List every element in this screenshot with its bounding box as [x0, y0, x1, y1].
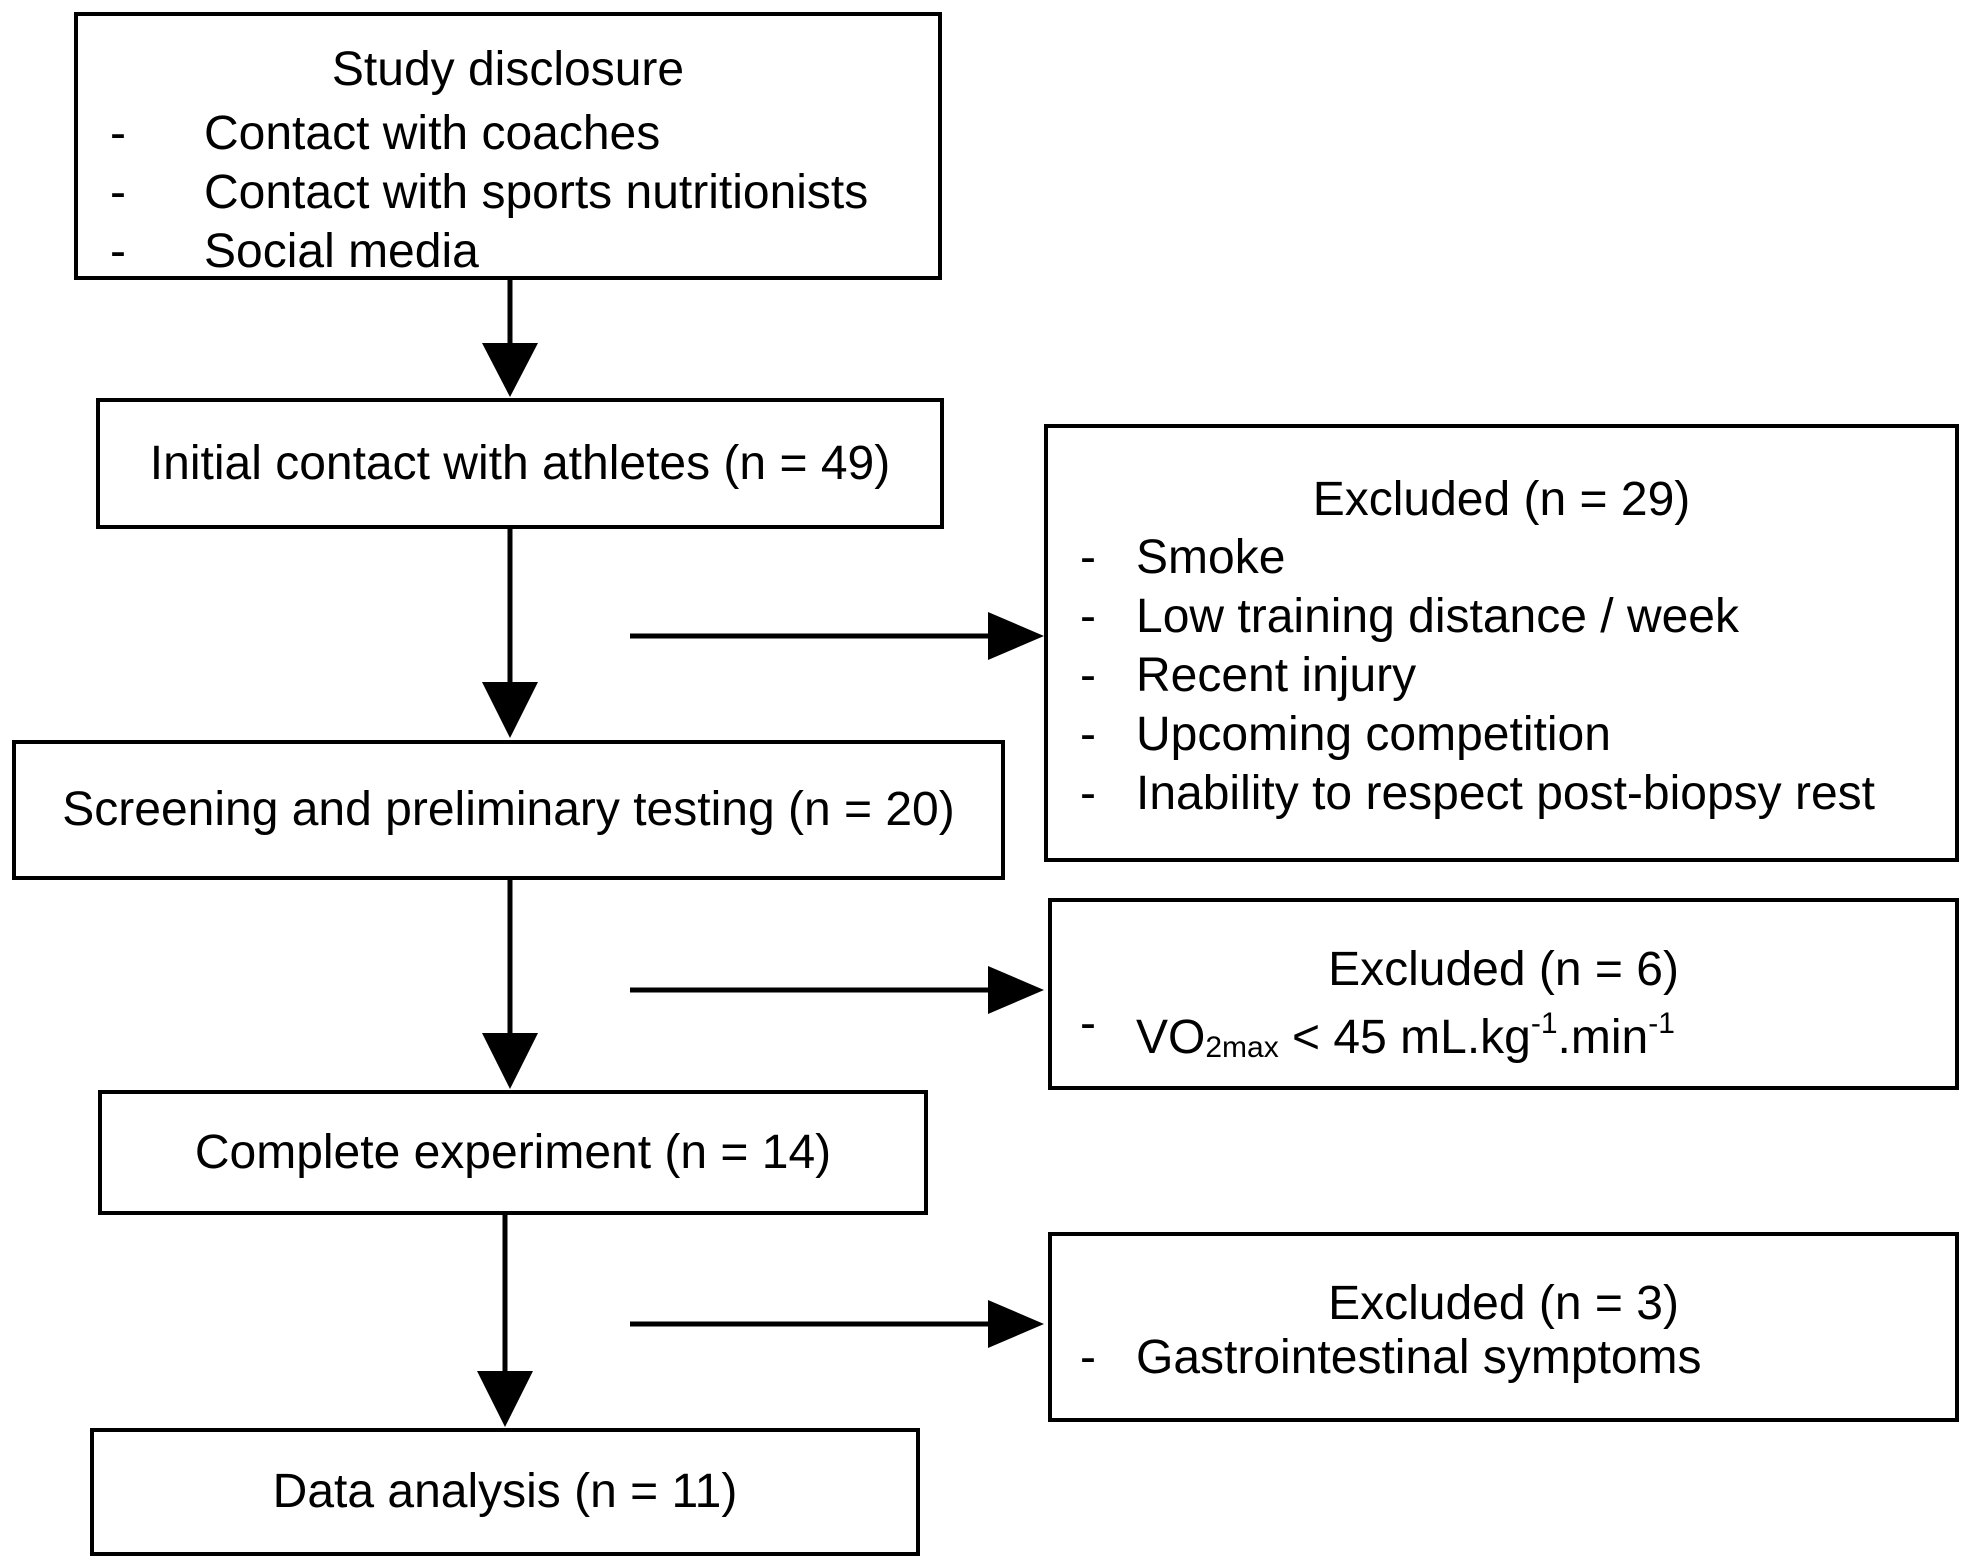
- excluded-box-3: Excluded (n = 3) - Gastrointestinal symp…: [1048, 1232, 1959, 1422]
- exclusion-reason-gastrointestinal: Gastrointestinal symptoms: [1136, 1331, 1702, 1384]
- arrowhead-exclusion-3: [988, 1300, 1044, 1348]
- screening-box: Screening and preliminary testing (n = 2…: [12, 740, 1005, 880]
- excluded-1-list: - Smoke - Low training distance / week -…: [1080, 528, 1950, 823]
- list-item: - Upcoming competition: [1080, 705, 1950, 764]
- complete-experiment-box: Complete experiment (n = 14): [98, 1090, 928, 1215]
- exclusion-reason-recent-injury: Recent injury: [1136, 649, 1417, 702]
- vo2max-base: VO: [1136, 1011, 1206, 1064]
- disclosure-item-social-media: Social media: [204, 225, 479, 278]
- study-disclosure-title: Study disclosure: [331, 43, 685, 96]
- bullet-dash: -: [1080, 590, 1096, 643]
- list-item: - Low training distance / week: [1080, 587, 1950, 646]
- screening-label: Screening and preliminary testing (n = 2…: [62, 783, 955, 836]
- list-item: - Smoke: [1080, 528, 1950, 587]
- exclusion-reason-smoke: Smoke: [1136, 531, 1286, 584]
- disclosure-item-coaches: Contact with coaches: [204, 107, 661, 160]
- excluded-1-title: Excluded (n = 29): [1312, 473, 1691, 526]
- excluded-2-title: Excluded (n = 6): [1328, 943, 1679, 996]
- arrowhead-initial-to-screening: [482, 682, 538, 738]
- exclusion-reason-training-distance: Low training distance / week: [1136, 590, 1739, 643]
- exclusion-reason-upcoming-competition: Upcoming competition: [1136, 708, 1611, 761]
- disclosure-item-nutritionists: Contact with sports nutritionists: [204, 166, 869, 219]
- arrowhead-screening-to-complete: [482, 1033, 538, 1089]
- bullet-dash: -: [1080, 708, 1096, 761]
- initial-contact-label: Initial contact with athletes (n = 49): [149, 436, 891, 490]
- data-analysis-label: Data analysis (n = 11): [272, 1465, 738, 1518]
- list-item: - VO2max < 45 mL.kg-1.min-1: [1080, 994, 1950, 1064]
- bullet-dash: -: [1080, 531, 1096, 584]
- min-exponent: -1: [1648, 1007, 1675, 1040]
- list-item: - Recent injury: [1080, 646, 1950, 705]
- excluded-3-title: Excluded (n = 3): [1328, 1277, 1679, 1330]
- bullet-dash: -: [1080, 997, 1096, 1050]
- arrowhead-exclusion-2: [988, 966, 1044, 1014]
- list-item: - Contact with coaches: [110, 104, 930, 163]
- exclusion-reason-biopsy-rest: Inability to respect post-biopsy rest: [1136, 767, 1876, 820]
- bullet-dash: -: [110, 166, 126, 219]
- excluded-3-list: - Gastrointestinal symptoms: [1080, 1328, 1950, 1387]
- arrowhead-disclosure-to-initial: [482, 343, 538, 397]
- list-item: - Inability to respect post-biopsy rest: [1080, 764, 1950, 823]
- list-item: - Social media: [110, 222, 930, 281]
- bullet-dash: -: [1080, 649, 1096, 702]
- min-unit: .min: [1557, 1011, 1649, 1064]
- study-disclosure-list: - Contact with coaches - Contact with sp…: [110, 104, 930, 281]
- bullet-dash: -: [1080, 1331, 1096, 1384]
- bullet-dash: -: [110, 225, 126, 278]
- exclusion-reason-vo2max: VO2max < 45 mL.kg-1.min-1: [1136, 994, 1675, 1077]
- data-analysis-box: Data analysis (n = 11): [90, 1428, 920, 1556]
- bullet-dash: -: [1080, 767, 1096, 820]
- arrowhead-complete-to-analysis: [477, 1371, 533, 1427]
- excluded-box-2: Excluded (n = 6) - VO2max < 45 mL.kg-1.m…: [1048, 898, 1959, 1090]
- list-item: - Gastrointestinal symptoms: [1080, 1328, 1950, 1387]
- bullet-dash: -: [110, 107, 126, 160]
- list-item: - Contact with sports nutritionists: [110, 163, 930, 222]
- vo2max-threshold: < 45 mL.kg: [1278, 1011, 1531, 1064]
- kg-exponent: -1: [1530, 1007, 1558, 1040]
- initial-contact-box: Initial contact with athletes (n = 49): [96, 398, 944, 529]
- study-disclosure-box: Study disclosure - Contact with coaches …: [74, 12, 942, 280]
- excluded-2-list: - VO2max < 45 mL.kg-1.min-1: [1080, 994, 1950, 1064]
- complete-experiment-label: Complete experiment (n = 14): [194, 1125, 832, 1179]
- arrowhead-exclusion-1: [988, 612, 1044, 660]
- vo2max-subscript: 2max: [1205, 1031, 1279, 1064]
- excluded-box-1: Excluded (n = 29) - Smoke - Low training…: [1044, 424, 1959, 862]
